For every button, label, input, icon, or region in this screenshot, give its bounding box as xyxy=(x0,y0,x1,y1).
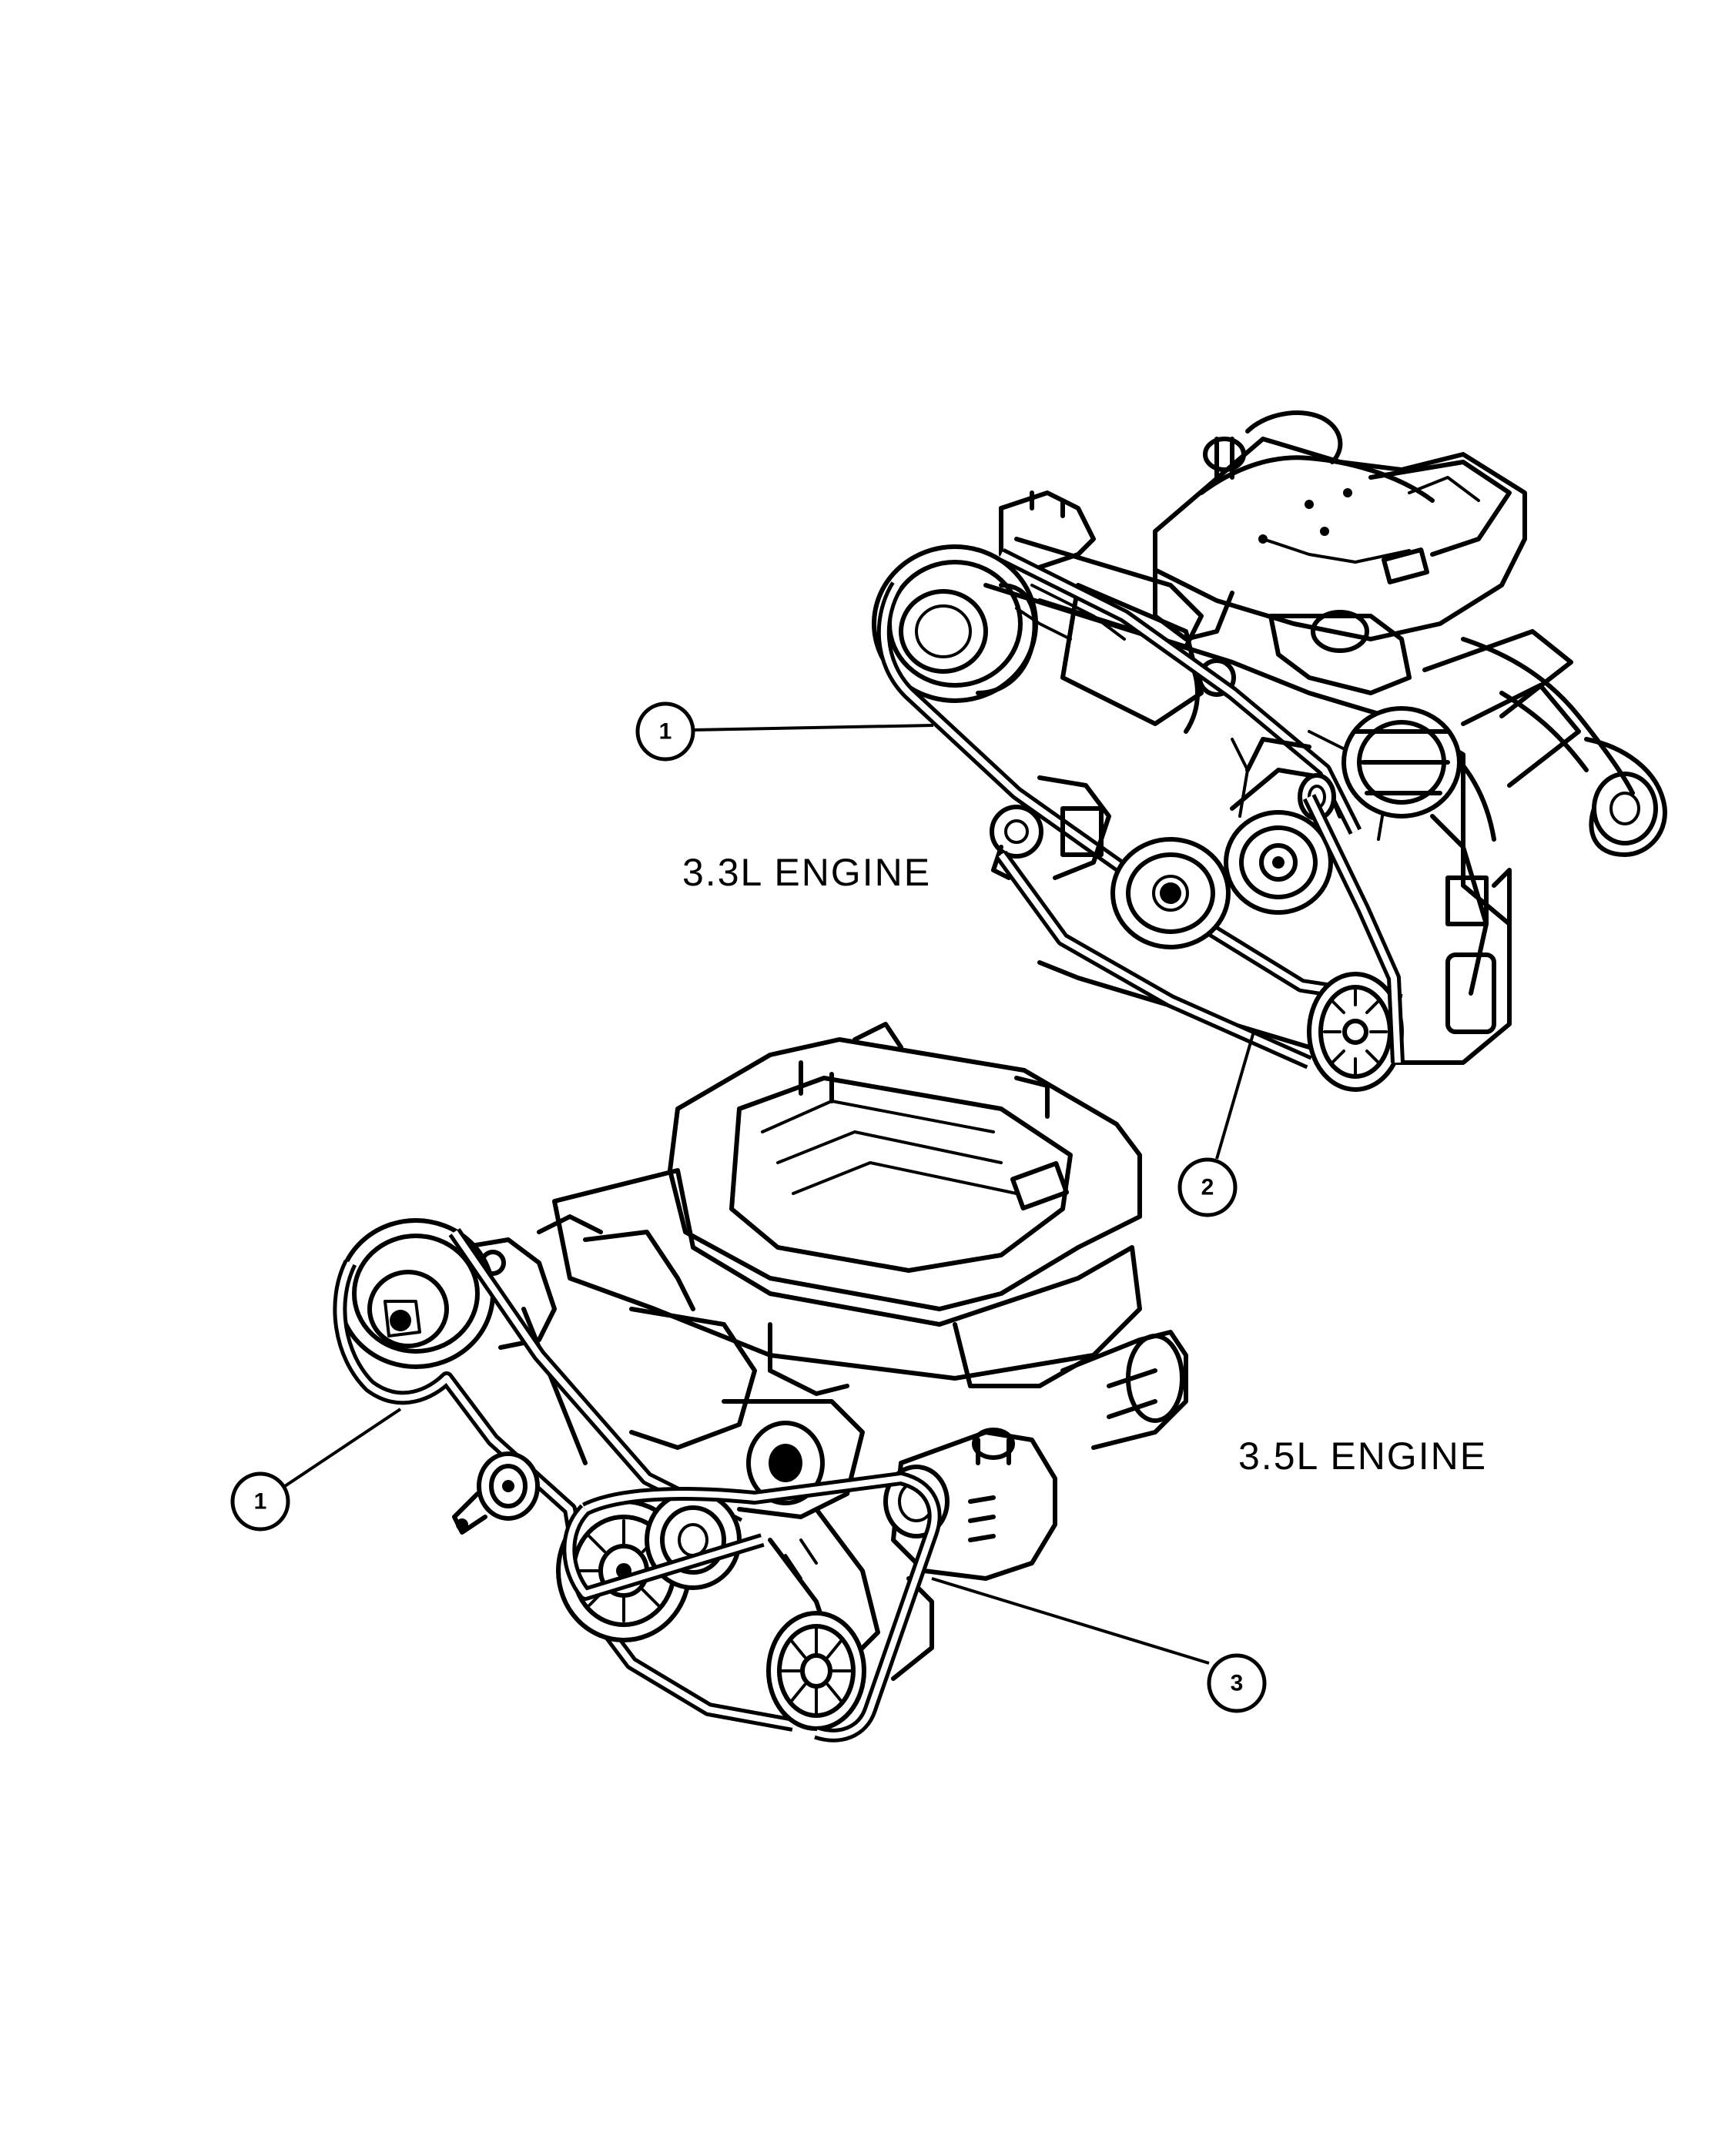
callout-2: 2 xyxy=(1177,1031,1255,1217)
leader-line-1-lower xyxy=(283,1408,402,1488)
leader-line-2 xyxy=(1215,1031,1255,1160)
callout-1-lower-number: 1 xyxy=(254,1489,267,1515)
engine-35-label: 3.5L ENGINE xyxy=(1238,1435,1487,1478)
callout-1-lower: 1 xyxy=(230,1408,402,1532)
callout-3: 3 xyxy=(931,1577,1267,1713)
callout-2-number: 2 xyxy=(1201,1175,1214,1200)
leader-line-3 xyxy=(931,1577,1210,1665)
callout-1-upper: 1 xyxy=(635,701,934,762)
callout-1-upper-number: 1 xyxy=(659,719,672,745)
engine-33-label: 3.3L ENGINE xyxy=(682,851,931,894)
leader-line-1-upper xyxy=(692,724,934,732)
engine-33-illustration xyxy=(872,410,1667,1092)
engine-35-illustration xyxy=(333,1022,1188,1743)
callout-3-number: 3 xyxy=(1231,1671,1244,1696)
